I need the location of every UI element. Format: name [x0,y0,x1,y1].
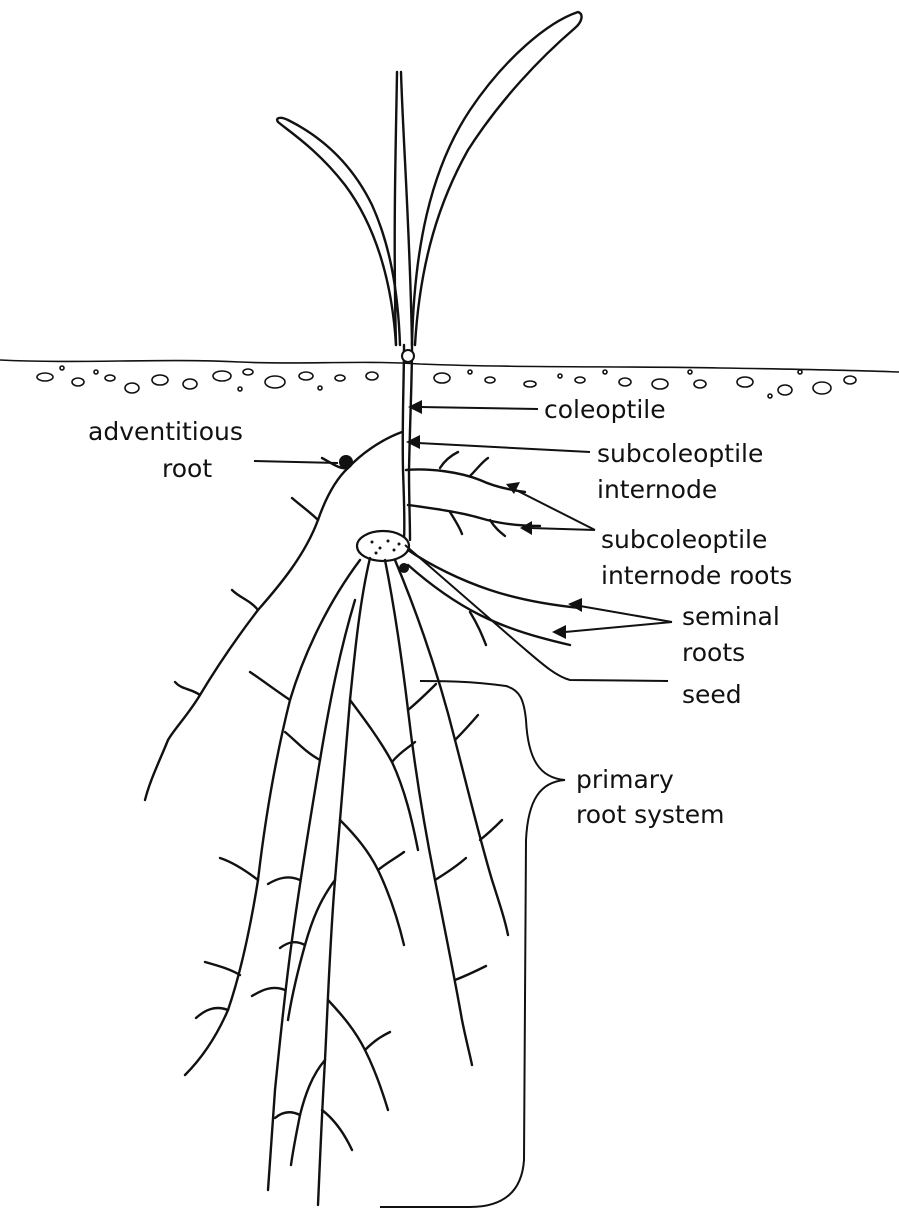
soil-line [0,360,899,372]
seed [357,531,409,561]
label-primary-root-system-1: primary [576,765,674,794]
label-seminal-roots-2: roots [682,638,745,667]
subcoleoptile-internode-roots [406,452,540,536]
label-primary-root-system-2: root system [576,800,724,829]
soil-surface [0,360,899,398]
adventitious-root-leader [254,461,338,463]
subcoleoptile-internode-leader [418,443,590,452]
seminal-roots-leader-2 [565,622,672,632]
label-subcoleoptile-internode-roots-2: internode roots [601,561,792,590]
subcoleoptile-roots-leader-1 [512,488,595,530]
label-subcoleoptile-internode-1: subcoleoptile [597,439,763,468]
label-seed: seed [682,680,742,709]
adventitious-root [145,432,402,800]
coleoptile-node [402,350,414,362]
subcoleoptile-roots-leader-2 [530,528,595,530]
adventitious-root-node [339,455,353,469]
right-leaf [412,12,582,345]
label-coleoptile: coleoptile [544,395,666,424]
label-subcoleoptile-internode-2: internode [597,475,717,504]
labels: adventitious root coleoptile subcoleopti… [88,395,792,829]
seminal-roots-leader-1 [580,606,672,622]
left-leaf [277,118,400,345]
primary-root-system-bracket [380,681,565,1207]
primary-root-branches [185,558,508,1205]
soil-pebbles [37,366,856,398]
coleoptile-leader [420,407,538,409]
seedling-shoot [277,12,581,540]
label-adventitious-root: root [162,454,212,483]
label-subcoleoptile-internode-roots-1: subcoleoptile [601,525,767,554]
label-adventitious: adventitious [88,417,243,446]
seed-body [357,531,409,561]
label-seminal-roots-1: seminal [682,602,780,631]
